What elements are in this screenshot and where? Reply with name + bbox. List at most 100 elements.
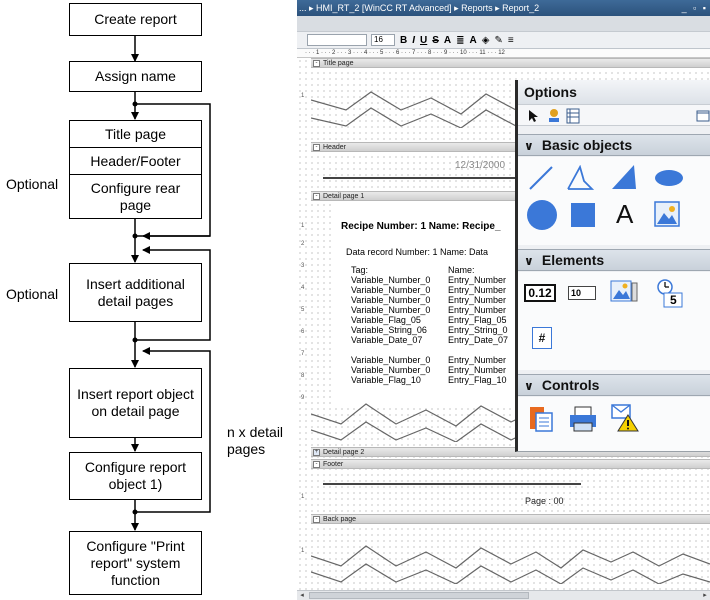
loop-optional-2 <box>135 246 211 341</box>
recipe-report-object[interactable]: Recipe Number: 1 Name: Recipe_ Data reco… <box>335 203 525 408</box>
section-header[interactable]: - Header <box>311 142 710 152</box>
workflow-flowchart: Create report Assign name Title page Hea… <box>0 0 295 600</box>
polyline-icon[interactable] <box>566 165 594 191</box>
editor-tab-strip <box>297 16 710 32</box>
tag-row: Variable_Number_0 <box>351 295 431 305</box>
symbolic-io-field-icon[interactable]: 10 <box>568 286 596 300</box>
chevron-down-icon: ∨ <box>524 379 534 393</box>
bold-button[interactable]: B <box>400 34 408 46</box>
tag-row: Variable_Number_0 <box>351 275 431 285</box>
polygon-icon[interactable] <box>610 163 638 191</box>
page-number-icon[interactable]: # <box>532 327 552 349</box>
editor-titlebar: ... ▸ HMI_RT_2 [WinCC RT Advanced] ▸ Rep… <box>297 0 710 16</box>
line-style-button[interactable]: ≡ <box>507 34 514 46</box>
footer-page-number[interactable]: Page : 00 <box>525 496 564 506</box>
fill-color-button[interactable]: ◈ <box>481 34 490 46</box>
font-size-select[interactable]: 16 <box>371 34 395 46</box>
section-basic-objects[interactable]: ∨ Basic objects <box>518 134 710 156</box>
assign-name-box: Assign name <box>69 61 202 92</box>
window-controls[interactable]: _ ▫ ▪ <box>681 3 708 13</box>
collapse-icon[interactable]: - <box>313 516 320 523</box>
font-grow-button[interactable]: A <box>443 34 452 46</box>
scroll-thumb[interactable] <box>309 592 529 599</box>
loop-n-detail-pages <box>135 347 211 513</box>
section-detail-page-2[interactable]: + Detail page 2 <box>311 447 710 457</box>
name-row: Entry_Date_07 <box>448 335 509 345</box>
section-title-page[interactable]: - Title page <box>311 58 710 68</box>
editor-breadcrumb[interactable]: ... ▸ HMI_RT_2 [WinCC RT Advanced] ▸ Rep… <box>299 3 540 13</box>
font-family-select[interactable] <box>307 34 367 46</box>
section-controls[interactable]: ∨ Controls <box>518 374 710 396</box>
tag-row: Variable_Number_0 <box>351 285 431 295</box>
text-field-icon[interactable]: A <box>616 199 634 229</box>
title-page-box: Title page <box>69 120 202 148</box>
scroll-right-icon[interactable]: ▸ <box>703 592 707 599</box>
insert-additional-detail-pages-box: Insert additional detail pages <box>69 263 202 322</box>
collapse-icon[interactable]: - <box>313 144 320 151</box>
scroll-left-icon[interactable]: ◂ <box>300 592 304 599</box>
name-row: Entry_Flag_10 <box>448 375 507 385</box>
line-color-button[interactable]: ✎ <box>494 34 503 46</box>
name-row: Entry_String_0 <box>448 325 508 335</box>
graphic-view-icon[interactable] <box>654 201 680 227</box>
date-time-digit: 5 <box>670 293 677 307</box>
expand-icon[interactable]: + <box>313 449 320 456</box>
horizontal-ruler: · · · 1 · · · 2 · · · 3 · · · 4 · · · 5 … <box>297 49 710 58</box>
name-row: Entry_Number <box>448 275 507 285</box>
text-color-button[interactable]: A <box>469 34 477 46</box>
name-row: Entry_Flag_05 <box>448 315 507 325</box>
collapse-icon[interactable]: - <box>313 60 320 67</box>
graphic-io-field-icon[interactable] <box>610 280 638 304</box>
pointer-icon[interactable] <box>528 109 540 123</box>
italic-button[interactable]: I <box>412 34 416 46</box>
name-row: Entry_Number <box>448 295 507 305</box>
tag-header: Tag: <box>351 265 369 275</box>
n-detail-pages-label: n x detail pages <box>227 424 284 457</box>
flowchart-connectors <box>131 36 211 531</box>
underline-button[interactable]: U <box>420 34 428 46</box>
collapse-icon[interactable]: - <box>313 193 320 200</box>
back-page-cut-marks <box>311 540 710 584</box>
alarm-view-icon[interactable] <box>610 403 640 433</box>
configure-print-report-box: Configure "Print report" system function <box>69 531 202 595</box>
section-footer[interactable]: - Footer <box>311 459 710 469</box>
configure-report-object-box: Configure report object 1) <box>69 452 202 500</box>
optional-label-2: Optional <box>6 286 59 302</box>
library-icon[interactable] <box>546 108 562 124</box>
tag-row: Variable_Flag_10 <box>351 375 421 385</box>
line-icon[interactable] <box>528 165 554 191</box>
window-icon[interactable] <box>696 110 710 122</box>
tag-row: Variable_Flag_05 <box>351 315 421 325</box>
data-record-line: Data record Number: 1 Name: Data <box>346 247 489 257</box>
align-button[interactable]: ≣ <box>456 34 465 46</box>
rectangle-icon[interactable] <box>570 202 596 228</box>
basic-objects-palette: A <box>518 157 710 245</box>
footer-rule <box>323 483 581 485</box>
controls-palette <box>518 397 710 451</box>
section-elements[interactable]: ∨ Elements <box>518 249 710 271</box>
optional-label-1: Optional <box>6 176 59 192</box>
tag-row: Variable_Number_0 <box>351 365 431 375</box>
elements-palette: 0.12 10 5 # <box>518 272 710 370</box>
ellipse-icon[interactable] <box>654 169 684 187</box>
list-view-icon[interactable] <box>566 108 580 124</box>
collapse-icon[interactable]: - <box>313 461 320 468</box>
create-report-box: Create report <box>69 3 202 36</box>
recipe-view-icon[interactable] <box>528 405 554 433</box>
header-date-field[interactable]: 12/31/2000 <box>455 160 506 171</box>
section-detail-page-1[interactable]: - Detail page 1 <box>311 191 710 201</box>
printer-icon[interactable] <box>568 405 598 433</box>
options-toolbox: Options ∨ Basic objects A ∨ Elements 0.1… <box>515 80 710 452</box>
horizontal-scrollbar[interactable]: ◂ ▸ <box>297 590 710 600</box>
header-footer-box: Header/Footer <box>69 147 202 175</box>
strikethrough-button[interactable]: S <box>432 34 439 46</box>
tag-row: Variable_Number_0 <box>351 305 431 315</box>
circle-icon[interactable] <box>526 199 558 231</box>
date-time-field-icon[interactable] <box>656 278 684 308</box>
name-row: Entry_Number <box>448 305 507 315</box>
section-back-page[interactable]: - Back page <box>311 514 710 524</box>
io-field-icon[interactable]: 0.12 <box>524 284 556 302</box>
header-rule <box>323 177 533 179</box>
tag-row <box>351 345 430 355</box>
